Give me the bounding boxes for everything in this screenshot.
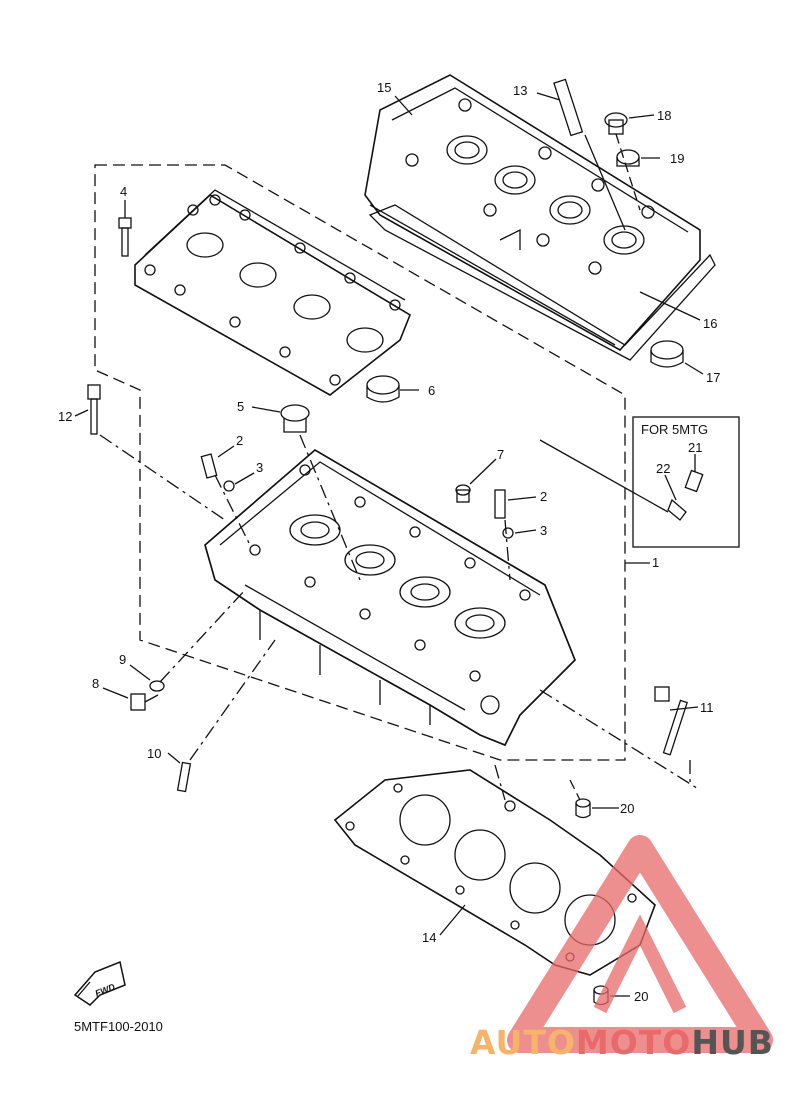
watermark-text: AUTOMOTOHUB [470, 1023, 774, 1062]
plug-seal [650, 340, 684, 368]
callout-13: 13 [513, 83, 527, 98]
callout-15: 15 [377, 80, 391, 95]
callout-19: 19 [670, 151, 684, 166]
spark-plug [553, 78, 626, 231]
valve-cover [364, 74, 716, 361]
callout-3-right: 3 [540, 523, 547, 538]
callout-2-right: 2 [540, 489, 547, 504]
cover-bolt [604, 112, 641, 211]
callout-7: 7 [497, 447, 504, 462]
callout-9: 9 [119, 652, 126, 667]
watermark-part-auto: AUTO [470, 1023, 576, 1062]
oil-fitting [455, 484, 471, 503]
oil-seal [366, 375, 400, 403]
head-gasket [333, 764, 656, 976]
watermark-part-hub: HUB [691, 1023, 774, 1062]
callout-18: 18 [657, 108, 671, 123]
callout-8: 8 [92, 676, 99, 691]
stud-bolt [176, 639, 276, 793]
callout-20-upper: 20 [620, 801, 634, 816]
inset-title: FOR 5MTG [641, 422, 708, 437]
o-ring [502, 527, 514, 539]
callout-3-left: 3 [256, 460, 263, 475]
inset-fitting [539, 439, 704, 521]
assembly-outline [94, 164, 626, 761]
washer [149, 680, 165, 692]
cam-cap-assembly [134, 189, 411, 396]
callout-10: 10 [147, 746, 161, 761]
dowel-pin [200, 453, 251, 546]
callout-20-lower: 20 [634, 989, 648, 1004]
fwd-arrow-icon [73, 960, 126, 1006]
callout-1: 1 [652, 555, 659, 570]
watermark-logo [507, 835, 773, 1053]
callout-4: 4 [120, 184, 127, 199]
head-bolt [539, 686, 701, 791]
callout-6: 6 [428, 383, 435, 398]
cam-cap-bolt [118, 217, 132, 257]
dowel-20-upper [569, 779, 591, 819]
inset-box [632, 416, 740, 548]
callout-11: 11 [700, 700, 714, 715]
fwd-label: FWD [94, 981, 117, 998]
callout-21: 21 [688, 440, 702, 455]
blind-plug [280, 404, 361, 581]
head-bolt-long [87, 384, 226, 521]
callout-12: 12 [58, 409, 72, 424]
watermark-triangle-icon [507, 835, 773, 1053]
callout-16: 16 [703, 316, 717, 331]
grommet [616, 149, 640, 167]
watermark-part-moto: MOTO [576, 1023, 691, 1062]
o-ring [223, 480, 235, 492]
small-bolt [130, 693, 159, 711]
callout-5: 5 [237, 399, 244, 414]
cylinder-head [204, 448, 576, 747]
callout-2-left: 2 [236, 433, 243, 448]
callout-17: 17 [706, 370, 720, 385]
callout-14: 14 [422, 930, 436, 945]
diagram-code: 5MTF100-2010 [74, 1019, 163, 1034]
callout-22: 22 [656, 461, 670, 476]
dowel-pin [494, 489, 511, 581]
